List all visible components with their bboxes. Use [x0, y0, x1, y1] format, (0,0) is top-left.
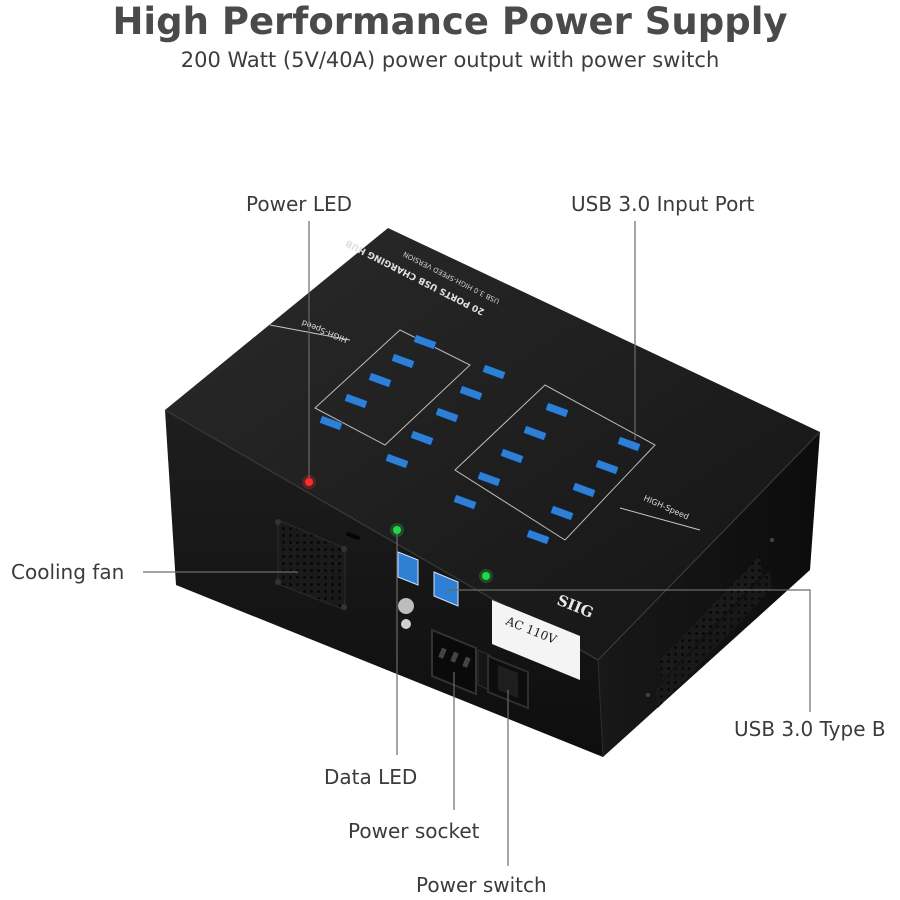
- port-group-outline-1: [314, 329, 471, 446]
- callout-usb-input-port: USB 3.0 Input Port: [571, 192, 755, 216]
- usb-port: [319, 415, 343, 431]
- usb-port: [523, 425, 547, 441]
- leader-usb-type-b: [446, 589, 811, 712]
- usb-port: [545, 402, 569, 418]
- leader-lines: [143, 221, 811, 866]
- callout-usb-type-b: USB 3.0 Type B: [734, 717, 886, 741]
- usb-ports: [319, 334, 641, 545]
- usb-port: [617, 436, 641, 452]
- page-title: High Performance Power Supply: [112, 0, 788, 43]
- usb-port: [413, 334, 437, 350]
- hub-side-face: [598, 432, 820, 757]
- usb-type-b-port-2: [433, 571, 459, 607]
- usb-port: [482, 364, 506, 380]
- cooling-fan-grille: [277, 519, 346, 611]
- usb-port: [595, 459, 619, 475]
- usb-port: [500, 448, 524, 464]
- voltage-sticker: [492, 600, 580, 680]
- usb-port: [453, 494, 477, 510]
- callout-power-socket: Power socket: [348, 819, 480, 843]
- usb-port: [344, 393, 368, 409]
- usb-port: [368, 372, 392, 388]
- usb-port: [410, 430, 434, 446]
- callout-power-switch: Power switch: [416, 873, 547, 897]
- port-group-outline-2: [454, 384, 656, 541]
- usb-type-b-port-1: [397, 551, 419, 586]
- usb-port: [385, 453, 409, 469]
- callout-power-led: Power LED: [246, 192, 353, 216]
- usb-port: [572, 482, 596, 498]
- usb-port: [526, 529, 550, 545]
- usb-port: [550, 505, 574, 521]
- data-led-1: [393, 526, 401, 534]
- page-subtitle: 200 Watt (5V/40A) power output with powe…: [180, 48, 720, 72]
- usb-port: [391, 353, 415, 369]
- data-led-2: [482, 572, 490, 580]
- power-led: [305, 478, 313, 486]
- usb-port: [477, 471, 501, 487]
- ground-screw: [398, 598, 414, 614]
- usb-hub-device: 20 PORTS USB CHARGING HUB USB 3.0 HIGH-S…: [164, 228, 821, 758]
- usb-port: [459, 385, 483, 401]
- side-vents: [655, 555, 772, 708]
- usb-port: [435, 407, 459, 423]
- callout-cooling-fan: Cooling fan: [11, 560, 125, 584]
- callout-data-led: Data LED: [324, 765, 418, 789]
